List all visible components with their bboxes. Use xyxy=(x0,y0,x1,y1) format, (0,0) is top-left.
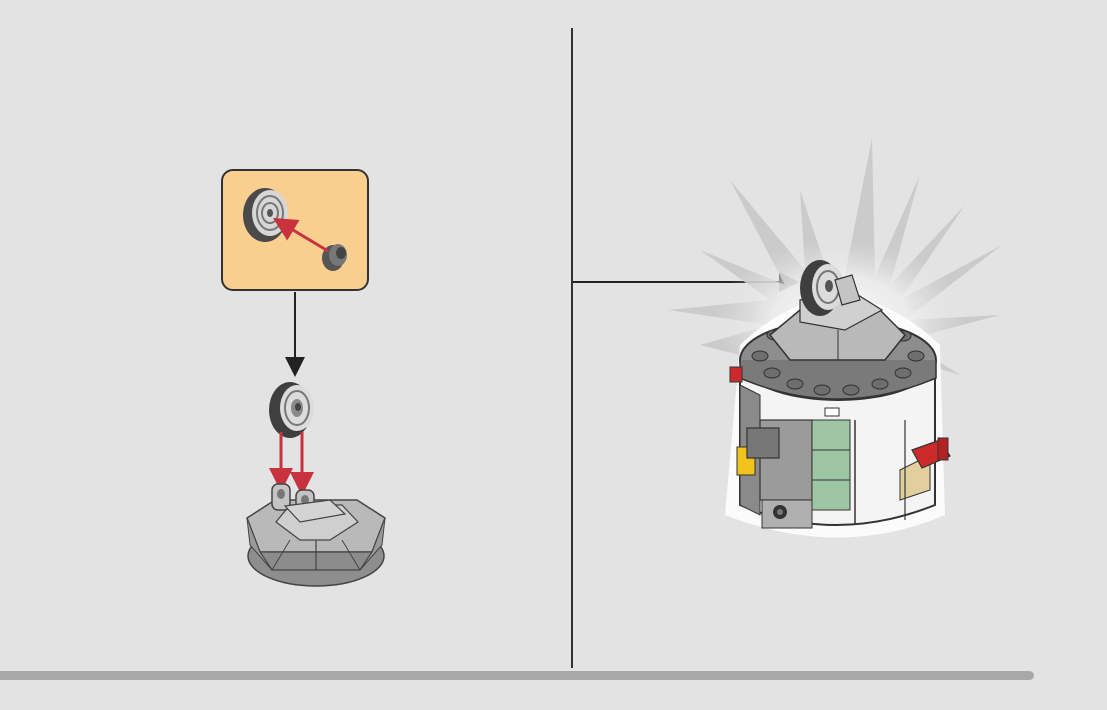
callout-tire xyxy=(243,188,288,242)
assembled-wheel xyxy=(269,382,314,438)
callout-insert-arrow xyxy=(278,221,328,251)
